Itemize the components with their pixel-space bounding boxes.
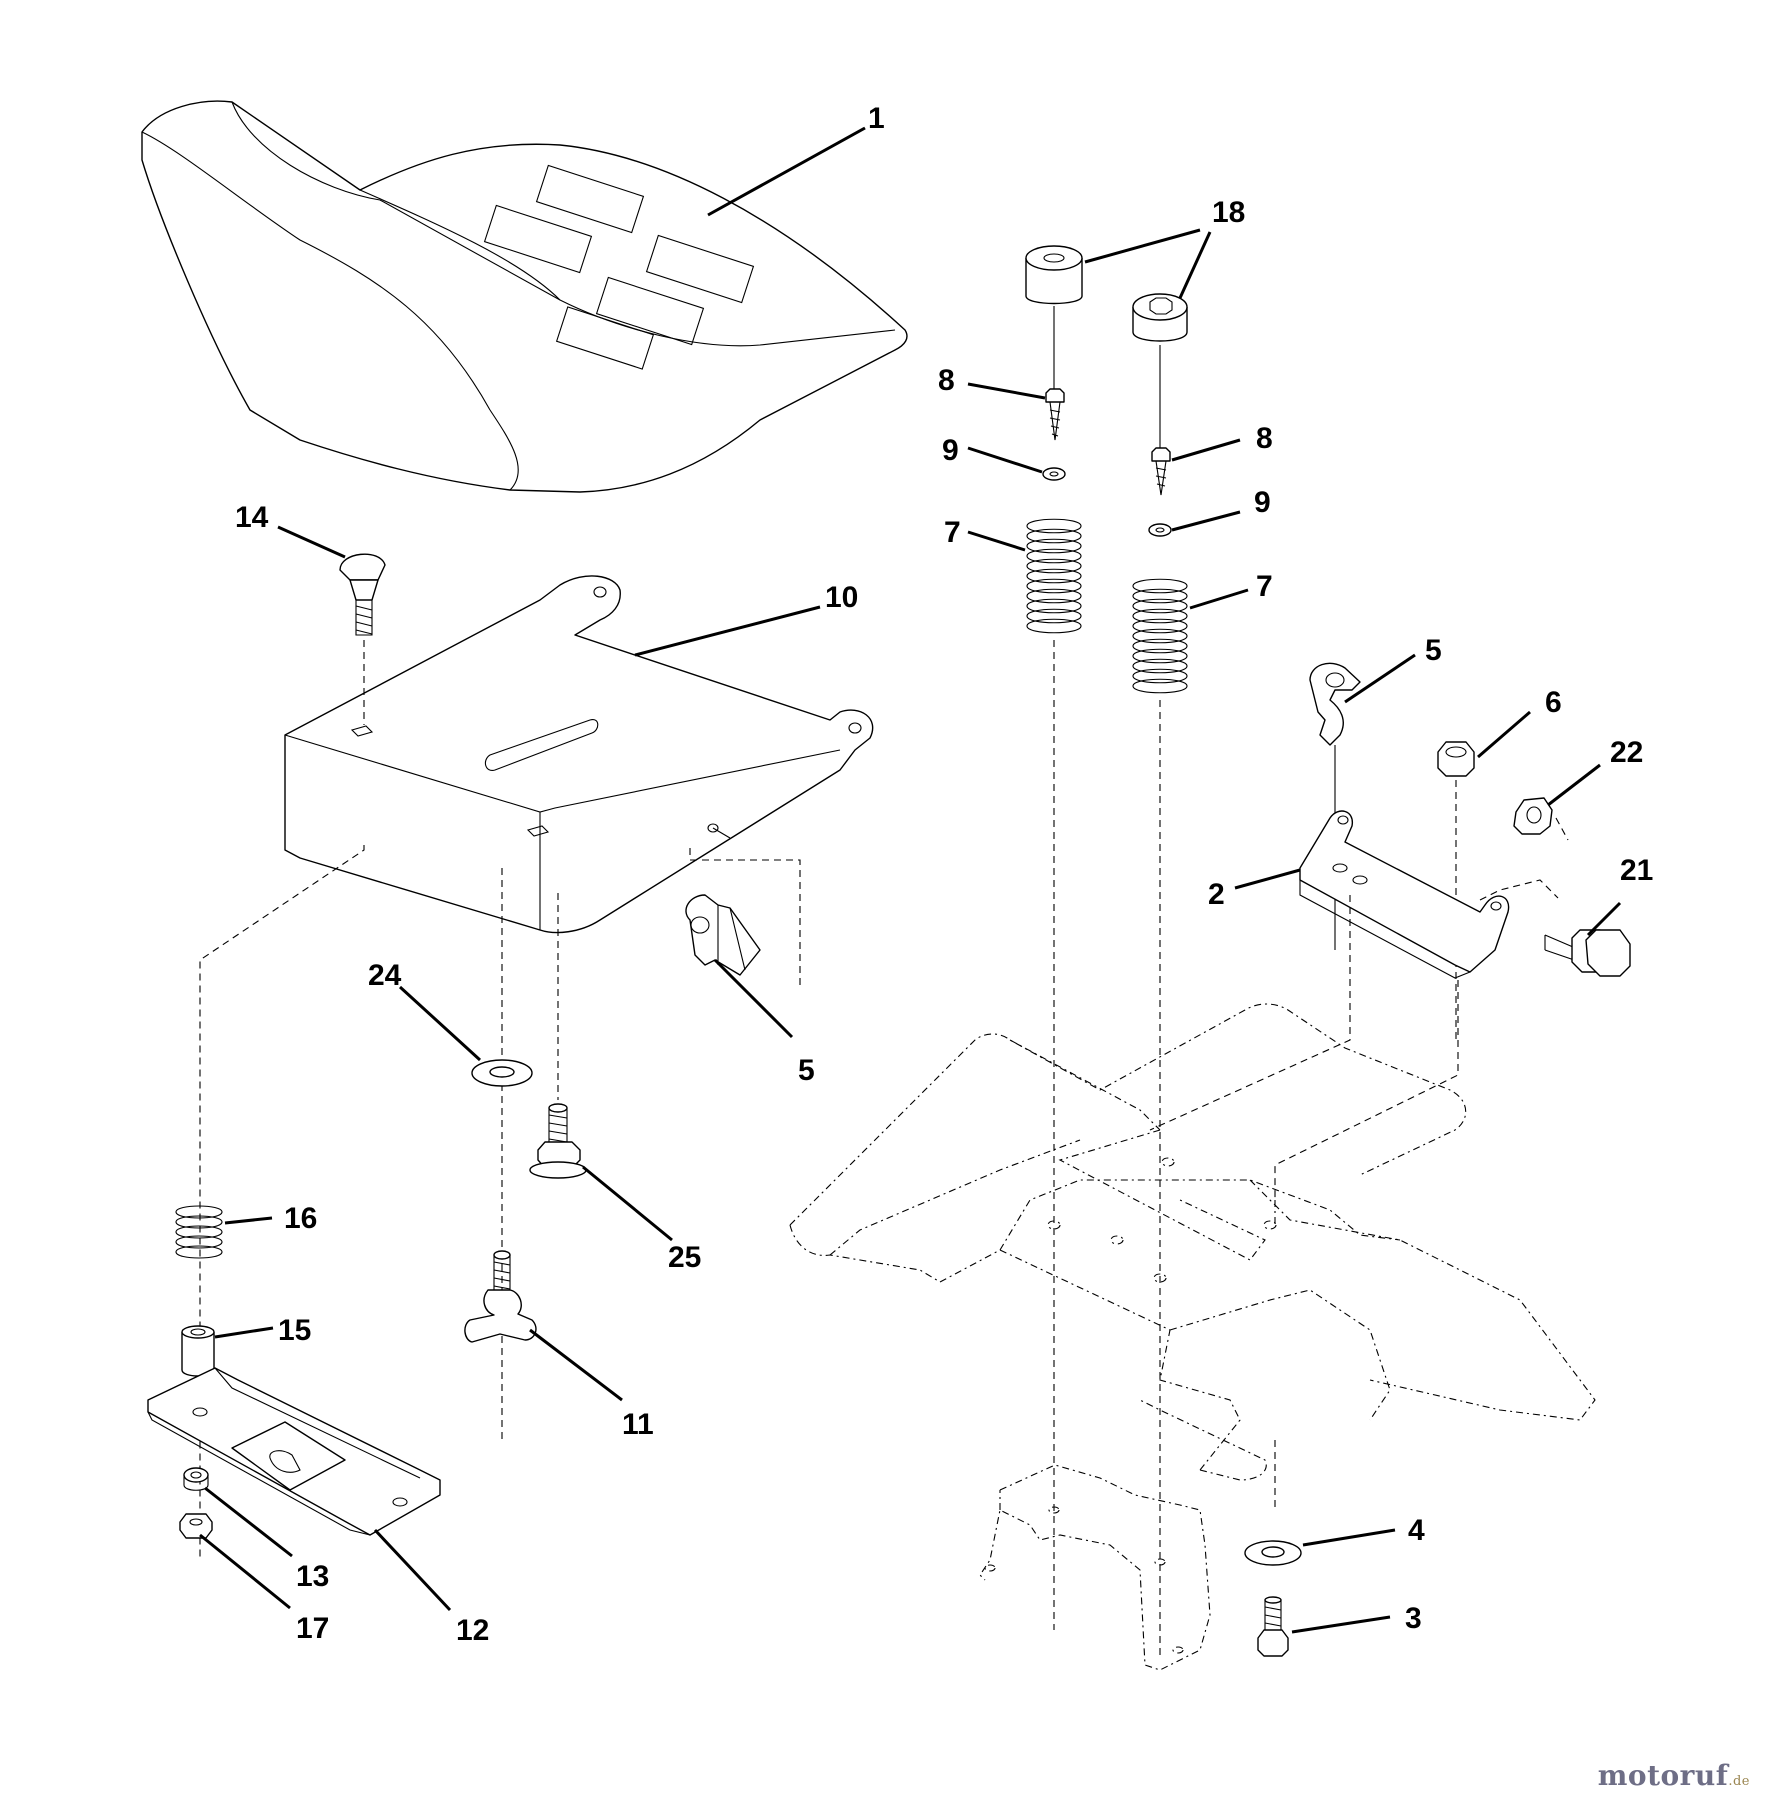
bolt-3-part [1257, 1596, 1289, 1657]
washer-9-left-part [1042, 467, 1066, 481]
shoulder-bolt-part [529, 1103, 587, 1179]
callout-7-left: 7 [944, 516, 961, 549]
callout-13: 13 [296, 1560, 329, 1593]
callout-9-left: 9 [942, 434, 959, 467]
bushing-right-part [1132, 293, 1188, 342]
seat-part [141, 100, 908, 493]
callout-25: 25 [668, 1241, 701, 1274]
watermark-logo: motoruf.de [1598, 1759, 1750, 1792]
spring-16-part [175, 1205, 223, 1259]
screw-left-part [1045, 388, 1065, 441]
callout-4: 4 [1408, 1514, 1425, 1547]
spring-7-left-part [1026, 518, 1082, 634]
watermark-name: motoruf [1597, 1759, 1729, 1792]
seat-pan-part [284, 575, 874, 934]
clip-lower-part [685, 894, 761, 976]
callout-10: 10 [825, 581, 858, 614]
washer-4-part [1244, 1540, 1302, 1566]
mounting-plate-part [147, 1367, 441, 1536]
bracket-part [1299, 810, 1510, 979]
screw-right-part [1151, 447, 1171, 496]
callout-5-lower: 5 [798, 1054, 815, 1087]
knob-part [464, 1250, 537, 1343]
spring-7-right-part [1132, 578, 1188, 694]
fender-frame-ghost [789, 1003, 1596, 1510]
spacer-15-part [181, 1325, 215, 1377]
bolt-21-part [1479, 879, 1631, 977]
callout-17: 17 [296, 1612, 329, 1645]
watermark-suffix: .de [1728, 1774, 1750, 1789]
callout-8-left: 8 [938, 364, 955, 397]
washer-9-right-part [1148, 523, 1172, 537]
callout-1: 1 [868, 102, 885, 135]
carriage-bolt-part [339, 553, 386, 725]
leader-lines [199, 126, 1622, 1634]
callout-18: 18 [1212, 196, 1245, 229]
callout-3: 3 [1405, 1602, 1422, 1635]
callout-21: 21 [1620, 854, 1653, 887]
callout-labels: 1 18 8 8 9 9 7 7 14 10 5 5 6 22 2 21 24 … [235, 102, 1653, 1647]
callout-14: 14 [235, 501, 269, 534]
nut-13-part [183, 1467, 209, 1491]
callout-6: 6 [1545, 686, 1562, 719]
callout-9-right: 9 [1254, 486, 1271, 519]
callout-15: 15 [278, 1314, 311, 1347]
washer-24-part [471, 1059, 533, 1087]
lower-bracket-ghost [979, 1464, 1211, 1671]
callout-24: 24 [368, 959, 402, 992]
nut-6-part [1437, 741, 1475, 1040]
callout-7-right: 7 [1256, 570, 1273, 603]
callout-11: 11 [622, 1408, 654, 1441]
nut-22-part [1513, 797, 1569, 841]
callout-12: 12 [456, 1614, 489, 1647]
callout-5-upper: 5 [1425, 634, 1442, 667]
callout-8-right: 8 [1256, 422, 1273, 455]
bushing-left-part [1025, 245, 1083, 305]
callout-16: 16 [284, 1202, 317, 1235]
nut-17-part [179, 1513, 213, 1539]
callout-2: 2 [1208, 878, 1225, 911]
callout-22: 22 [1610, 736, 1643, 769]
